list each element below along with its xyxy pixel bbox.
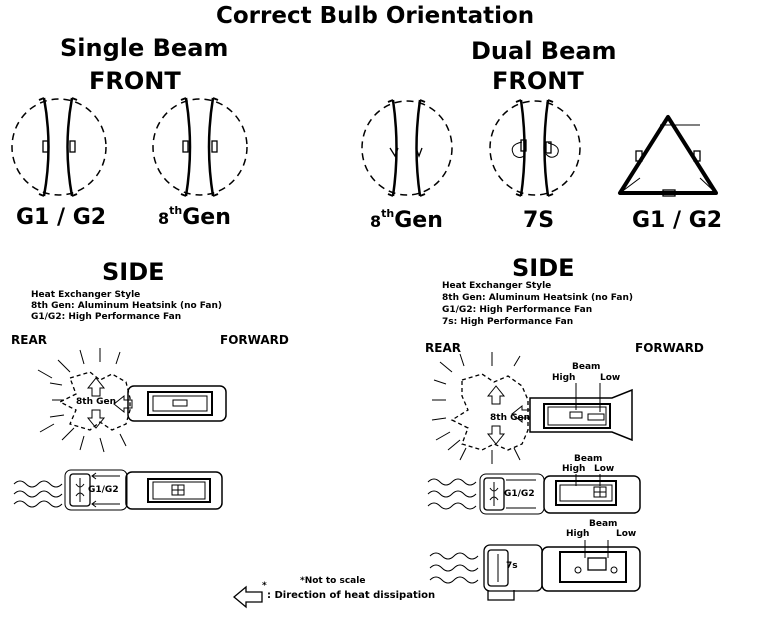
dual-g1g2-label: G1 / G2 — [632, 208, 723, 233]
heat-direction-arrow-icon — [232, 585, 263, 609]
single-8thgen-side-label: 8th Gen — [76, 397, 117, 407]
single-8thgen-sup: th — [169, 204, 183, 217]
dual-side-heading: SIDE — [512, 254, 575, 282]
dual-info-line-4: 7s: High Performance Fan — [442, 317, 574, 327]
single-info-line-2: 8th Gen: Aluminum Heatsink (no Fan) — [31, 301, 223, 311]
dual-8thgen-sup: th — [381, 207, 395, 220]
dual-rear-label: REAR — [425, 341, 461, 355]
side-dual-g1g2-bulb — [427, 473, 641, 515]
front-single-8thgen-bulb — [152, 97, 248, 197]
side-dual-8thgen-bulb — [431, 352, 633, 464]
single-info-line-3: G1/G2: High Performance Fan — [31, 312, 182, 322]
single-info-line-1: Heat Exchanger Style — [31, 290, 141, 300]
front-dual-7s-bulb — [489, 99, 581, 197]
dual-8thgen-low-label: Low — [600, 373, 621, 383]
dual-info-line-3: G1/G2: High Performance Fan — [442, 305, 593, 315]
dual-8thgen-num: 8 — [370, 212, 382, 231]
heat-direction-legend: : Direction of heat dissipation — [267, 590, 436, 601]
dual-7s-low-label: Low — [616, 529, 637, 539]
single-rear-label: REAR — [11, 333, 47, 347]
dual-info-line-1: Heat Exchanger Style — [442, 281, 552, 291]
single-8thgen-num: 8 — [158, 209, 170, 228]
dual-7s-label: 7S — [523, 208, 555, 233]
dual-8thgen-high-label: High — [552, 373, 576, 383]
side-dual-7s-bulb — [429, 540, 641, 601]
single-8thgen-word: Gen — [182, 205, 231, 230]
dual-8thgen-beam-label: Beam — [572, 362, 601, 372]
single-side-heading: SIDE — [102, 258, 165, 286]
dual-g1g2-side-label: G1/G2 — [504, 489, 535, 499]
dual-info-line-2: 8th Gen: Aluminum Heatsink (no Fan) — [442, 293, 634, 303]
legend-star: * — [262, 581, 267, 591]
dual-beam-heading: Dual Beam — [471, 37, 617, 65]
dual-8thgen-word: Gen — [394, 208, 443, 233]
dual-7s-beam-label: Beam — [589, 519, 618, 529]
single-8thgen-label: 8thGen — [158, 205, 231, 229]
dual-7s-high-label: High — [566, 529, 590, 539]
dual-front-label: FRONT — [492, 67, 584, 95]
dual-g1g2-low-label: Low — [594, 464, 615, 474]
dual-g1g2-high-label: High — [562, 464, 586, 474]
dual-7s-side-label: 7s — [506, 561, 518, 571]
dual-forward-label: FORWARD — [635, 341, 704, 355]
dual-g1g2-beam-label: Beam — [574, 454, 603, 464]
not-to-scale-note: *Not to scale — [300, 576, 366, 586]
front-dual-8thgen-bulb — [361, 99, 453, 197]
single-beam-heading: Single Beam — [60, 34, 229, 62]
single-g1g2-side-label: G1/G2 — [88, 485, 119, 495]
front-dual-g1g2-bulb — [618, 115, 718, 197]
single-forward-label: FORWARD — [220, 333, 289, 347]
side-single-8thgen-bulb — [37, 348, 227, 453]
side-single-g1g2-bulb — [13, 469, 223, 511]
single-g1g2-label: G1 / G2 — [16, 205, 107, 230]
dual-8thgen-label: 8thGen — [370, 208, 443, 232]
dual-8thgen-side-label: 8th Gen — [490, 413, 531, 423]
page-title: Correct Bulb Orientation — [216, 3, 535, 29]
front-single-g1g2-bulb — [11, 97, 107, 197]
single-front-label: FRONT — [89, 67, 181, 95]
